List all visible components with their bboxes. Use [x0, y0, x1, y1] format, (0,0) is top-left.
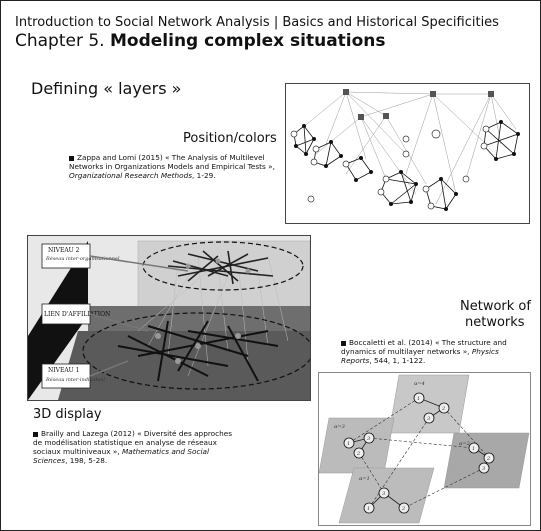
- svg-text:2: 2: [401, 506, 405, 512]
- lien-affiliation-label: LIEN D'AFFILIATION: [44, 311, 110, 318]
- chapter-prefix: Chapter 5.: [15, 31, 105, 51]
- brailly-reference: Brailly and Lazega (2012) « Diversité de…: [33, 429, 243, 465]
- multilayer-network-figure: α=4 α=3 α=2 α=1 1: [318, 372, 531, 526]
- node-number-labels: 1 2 3 1 3 2 1 2 3 1 3 2: [347, 396, 490, 512]
- bullet-icon: [341, 340, 346, 346]
- lower-layer-edges: [117, 320, 279, 382]
- brailly-ref-journal: Mathematics and Social Sciences: [33, 447, 210, 465]
- chapter-heading: Chapter 5. Modeling complex situations: [15, 31, 386, 51]
- networks-label-line2: networks: [465, 315, 525, 330]
- figure-open-nodes: [290, 125, 490, 210]
- zappa-ref-journal: Organizational Research Methods: [69, 171, 193, 180]
- bullet-icon: [69, 155, 74, 161]
- upper-layer-edges: [167, 250, 274, 285]
- niveau2-sublabel: Réseau inter-organisationnel: [45, 255, 120, 262]
- svg-text:1: 1: [472, 446, 475, 452]
- svg-text:2: 2: [356, 451, 360, 457]
- 3d-display-figure: NIVEAU 2 Réseau inter-organisationnel LI…: [27, 235, 314, 401]
- multilayer-graphic: α=4 α=3 α=2 α=1 1: [318, 374, 530, 524]
- niveau1-label: NIVEAU 1: [48, 367, 79, 374]
- figure-hub-nodes: [343, 89, 494, 120]
- position-colors-label: Position/colors: [183, 131, 277, 146]
- 3d-nodes: [155, 258, 251, 364]
- 3d-network-graphic: NIVEAU 2 Réseau inter-organisationnel LI…: [28, 236, 314, 400]
- svg-text:1: 1: [347, 441, 350, 447]
- section-title: Defining « layers »: [31, 79, 182, 98]
- brailly-ref-authors: Brailly and Lazega (2012) « Diversité de…: [33, 429, 233, 456]
- svg-text:3: 3: [427, 416, 430, 422]
- boccaletti-reference: Boccaletti et al. (2014) « The structure…: [341, 338, 531, 365]
- network-of-label-line1: Network of: [460, 299, 531, 314]
- niveau1-sublabel: Réseau inter-individuel: [45, 376, 105, 383]
- svg-text:3: 3: [382, 491, 385, 497]
- multilevel-network-figure: [285, 83, 530, 224]
- label-arrows: [89, 255, 189, 377]
- svg-text:2: 2: [486, 456, 490, 462]
- layer-label-a1: α=1: [359, 476, 370, 482]
- svg-text:1: 1: [367, 506, 370, 512]
- boccaletti-ref-authors: Boccaletti et al. (2014) « The structure…: [341, 338, 507, 356]
- svg-text:1: 1: [417, 396, 420, 402]
- zappa-reference: Zappa and Lomi (2015) « The Analysis of …: [69, 153, 289, 180]
- layer-label-a4: α=4: [414, 381, 425, 387]
- figure-filled-nodes: [294, 120, 520, 211]
- boccaletti-ref-tail: , 544, 1, 1-122.: [369, 356, 426, 365]
- bullet-icon: [33, 431, 38, 437]
- brailly-ref-tail: , 198, 5-28.: [65, 456, 108, 465]
- zappa-ref-authors: Zappa and Lomi (2015) « The Analysis of …: [69, 153, 275, 171]
- svg-text:2: 2: [441, 406, 445, 412]
- zappa-ref-tail: , 1-29.: [192, 171, 216, 180]
- svg-text:3: 3: [482, 466, 485, 472]
- 3d-display-label: 3D display: [33, 407, 102, 422]
- layer-label-a2: α=2: [459, 441, 470, 447]
- layer-label-a3: α=3: [334, 424, 345, 430]
- multilevel-network-graphic: [290, 89, 520, 211]
- figure-links: [300, 91, 517, 205]
- svg-text:3: 3: [367, 436, 370, 442]
- course-title: Introduction to Social Network Analysis …: [15, 15, 499, 30]
- boccaletti-ref-journal: Physics Reports: [341, 347, 499, 365]
- layer-nodes: [343, 392, 495, 514]
- chapter-title: Modeling complex situations: [110, 31, 386, 51]
- niveau2-label: NIVEAU 2: [48, 247, 80, 254]
